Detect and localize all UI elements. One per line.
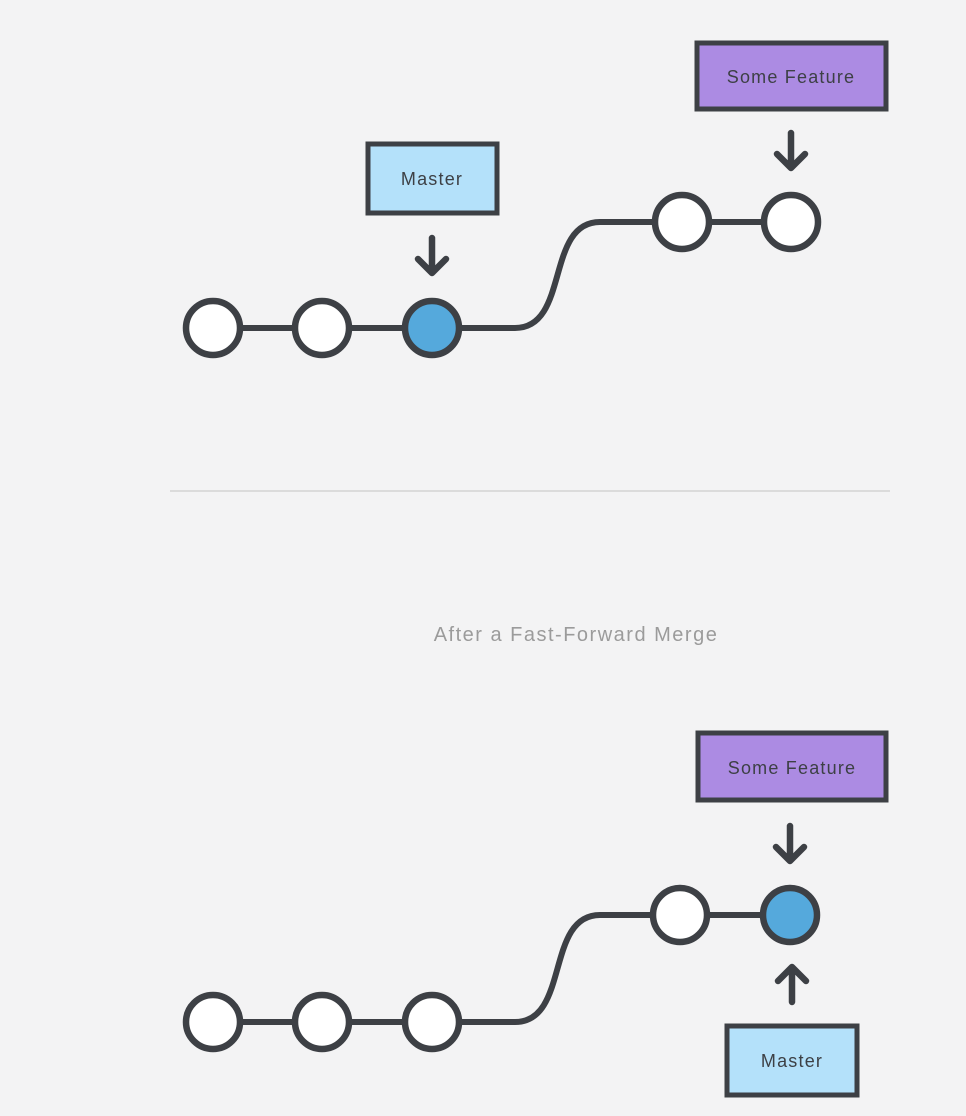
commit-node bbox=[401, 991, 463, 1053]
master-label-box bbox=[724, 1023, 860, 1098]
before-branch-track bbox=[213, 219, 791, 331]
arrow-up-icon bbox=[774, 963, 810, 1006]
commit-node bbox=[182, 297, 244, 359]
commit-node bbox=[649, 884, 711, 946]
commit-node-merged-tip-highlighted bbox=[759, 884, 821, 946]
feature-label: Some Feature bbox=[727, 67, 855, 87]
commit-node bbox=[651, 191, 713, 253]
arrow-down-icon bbox=[773, 129, 809, 172]
master-label: Master bbox=[761, 1051, 823, 1071]
commit-node-feature-tip bbox=[760, 191, 822, 253]
before-merge-diagram: Master Some Feature bbox=[182, 40, 889, 359]
commit-node bbox=[291, 991, 353, 1053]
feature-label-box bbox=[694, 40, 889, 112]
commit-node bbox=[182, 991, 244, 1053]
feature-label-box bbox=[695, 730, 889, 803]
commit-node bbox=[291, 297, 353, 359]
master-label-box bbox=[365, 141, 500, 216]
arrow-down-icon bbox=[772, 822, 808, 865]
section-caption: After a Fast-Forward Merge bbox=[434, 624, 719, 646]
after-merge-diagram: Some Feature Master bbox=[182, 730, 889, 1098]
after-branch-track bbox=[213, 912, 790, 1025]
commit-node-master-tip-highlighted bbox=[401, 297, 463, 359]
arrow-down-icon bbox=[414, 234, 450, 277]
feature-label: Some Feature bbox=[728, 758, 856, 778]
master-label: Master bbox=[401, 169, 463, 189]
